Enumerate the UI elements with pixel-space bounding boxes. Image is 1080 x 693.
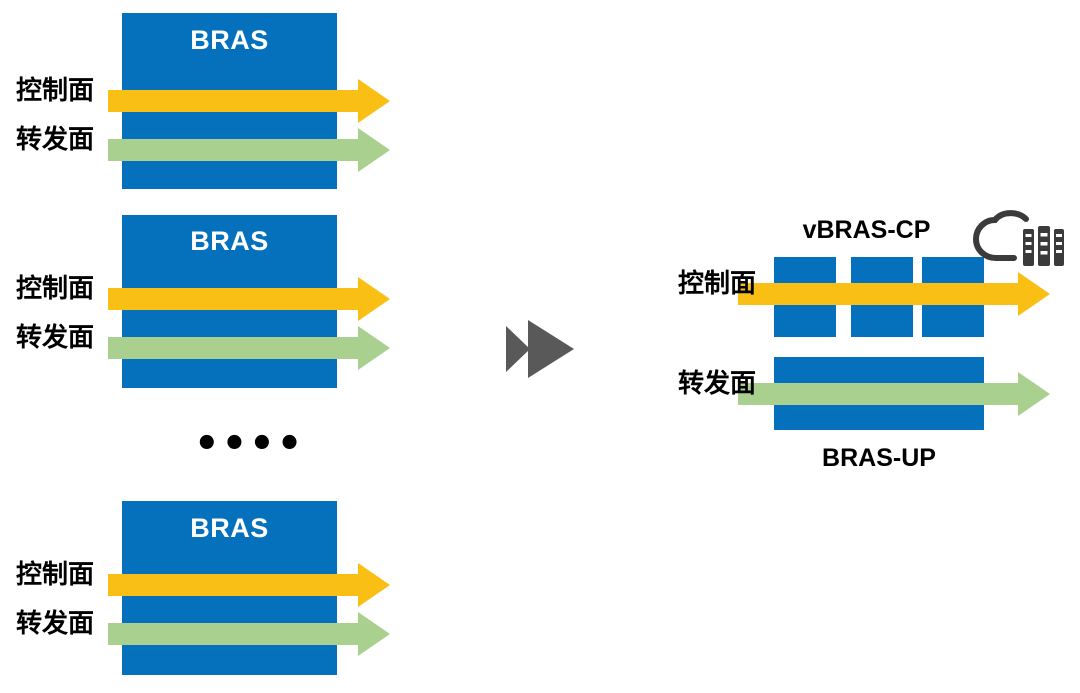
control-plane-arrow-right (738, 272, 1050, 316)
control-plane-label-2: 控制面 (16, 274, 95, 304)
control-plane-label-3: 控制面 (16, 560, 95, 590)
vbras-cp-caption: vBRAS-CP (802, 216, 931, 244)
forwarding-plane-label-3: 转发面 (16, 609, 95, 639)
control-plane-arrow-1 (108, 79, 390, 123)
forwarding-plane-label-right: 转发面 (678, 369, 757, 399)
forwarding-plane-arrow-3 (108, 612, 390, 656)
bras-box-3-label: BRAS (190, 513, 269, 543)
forwarding-plane-arrow-1 (108, 128, 390, 172)
forwarding-plane-arrow-right (738, 372, 1050, 416)
control-plane-label-right: 控制面 (678, 269, 757, 299)
control-plane-arrow-3 (108, 563, 390, 607)
double-chevron-right-icon (506, 320, 574, 378)
forwarding-plane-arrow-2 (108, 326, 390, 370)
forwarding-plane-label-1: 转发面 (16, 125, 95, 155)
ellipsis-dots: •••• (194, 421, 305, 467)
control-plane-label-1: 控制面 (16, 76, 95, 106)
bras-box-1-label: BRAS (190, 25, 269, 55)
bras-up-caption: BRAS-UP (822, 444, 936, 472)
control-plane-arrow-2 (108, 277, 390, 321)
bras-box-2-label: BRAS (190, 226, 269, 256)
cloud-server-icon (972, 210, 1064, 266)
forwarding-plane-label-2: 转发面 (16, 323, 95, 353)
